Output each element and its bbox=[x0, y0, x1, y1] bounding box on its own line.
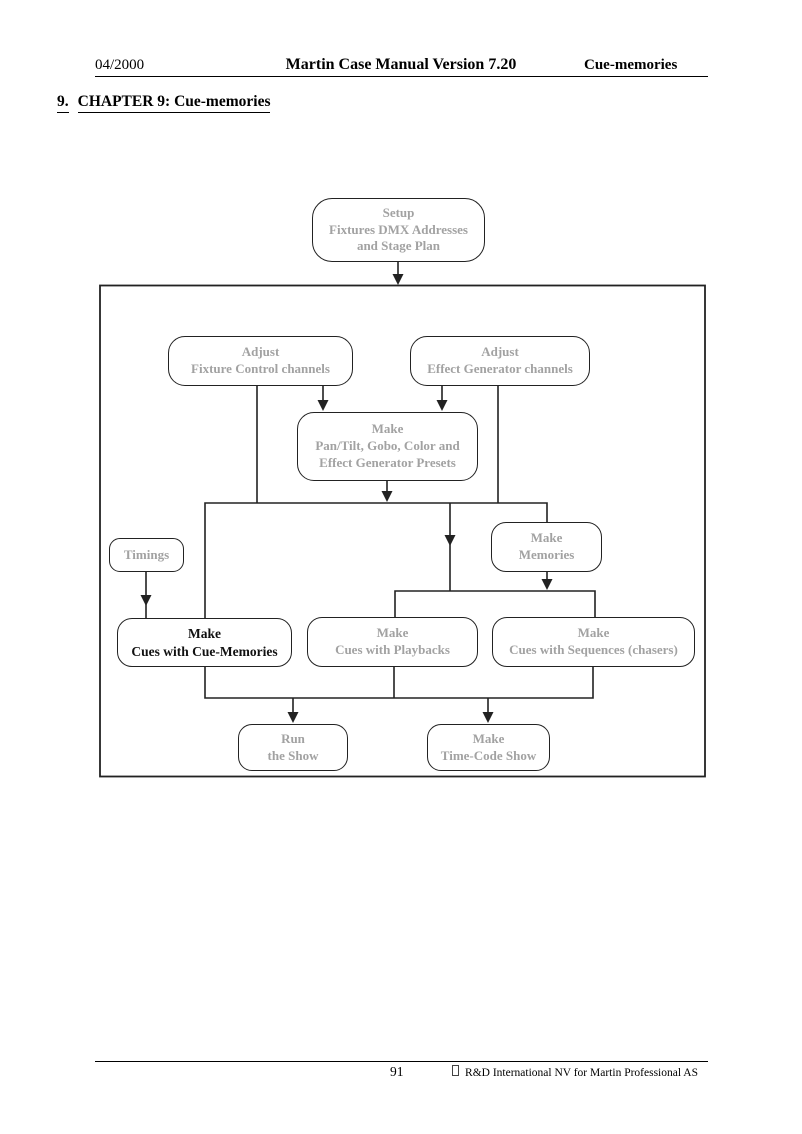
header-section: Cue-memories bbox=[584, 57, 678, 73]
chapter-heading: 9. CHAPTER 9: Cue-memories bbox=[57, 93, 271, 113]
node-cues-with-sequences: Make Cues with Sequences (chasers) bbox=[492, 617, 695, 667]
node-adjust-effect-channels: Adjust Effect Generator channels bbox=[410, 336, 590, 386]
node-label: and Stage Plan bbox=[356, 238, 441, 254]
arrowhead bbox=[482, 712, 494, 723]
arrowhead bbox=[381, 491, 393, 502]
arrowhead bbox=[140, 595, 152, 606]
node-timings: Timings bbox=[109, 538, 184, 572]
chapter-title: CHAPTER 9: Cue-memories bbox=[77, 93, 271, 113]
arrowhead bbox=[444, 535, 456, 546]
footer-rule bbox=[95, 1061, 708, 1062]
node-label: Fixtures DMX Addresses bbox=[329, 221, 468, 237]
node-label: Make bbox=[371, 421, 404, 437]
node-cues-with-cue-memories: Make Cues with Cue-Memories bbox=[117, 618, 292, 667]
node-setup: Setup Fixtures DMX Addresses and Stage P… bbox=[312, 198, 485, 262]
node-make-presets: Make Pan/Tilt, Gobo, Color and Effect Ge… bbox=[297, 412, 478, 481]
node-label: Cues with Playbacks bbox=[335, 642, 450, 657]
footer-copyright-text: R&D International NV for Martin Professi… bbox=[465, 1067, 698, 1079]
arrowhead bbox=[436, 400, 448, 411]
arrowhead bbox=[392, 274, 404, 285]
node-label: Fixture Control channels bbox=[191, 361, 330, 376]
header-rule bbox=[95, 76, 708, 77]
node-label: Setup bbox=[382, 204, 415, 220]
footer-copyright: R&D International NV for Martin Professi… bbox=[452, 1065, 698, 1079]
arrowhead bbox=[541, 579, 553, 590]
node-label: Make bbox=[188, 625, 221, 641]
node-label: the Show bbox=[267, 747, 319, 763]
node-make-time-code-show: Make Time-Code Show bbox=[427, 724, 550, 771]
node-label: Cues with Cue-Memories bbox=[131, 643, 278, 659]
node-label: Adjust bbox=[481, 344, 519, 360]
node-label: Cues with Sequences (chasers) bbox=[509, 642, 678, 657]
missing-glyph-icon bbox=[452, 1065, 460, 1076]
node-adjust-fixture-channels: Adjust Fixture Control channels bbox=[168, 336, 353, 386]
node-label: Memories bbox=[518, 547, 575, 562]
node-cues-with-playbacks: Make Cues with Playbacks bbox=[307, 617, 478, 667]
node-label: Time-Code Show bbox=[440, 747, 537, 763]
node-label: Adjust bbox=[241, 344, 280, 360]
arrowhead bbox=[317, 400, 329, 411]
node-label: Effect Generator Presets bbox=[319, 454, 456, 470]
node-label: Effect Generator channels bbox=[427, 361, 573, 376]
node-label: Pan/Tilt, Gobo, Color and bbox=[315, 438, 460, 454]
node-label: Make bbox=[577, 625, 610, 641]
node-label: Make bbox=[376, 625, 409, 641]
node-make-memories: Make Memories bbox=[491, 522, 602, 572]
node-label: Run bbox=[281, 730, 305, 746]
page-number: 91 bbox=[390, 1064, 404, 1079]
node-label: Make bbox=[472, 730, 505, 746]
node-label: Timings bbox=[123, 546, 170, 562]
header-date: 04/2000 bbox=[95, 57, 145, 73]
arrowhead bbox=[287, 712, 299, 723]
header-title: Martin Case Manual Version 7.20 bbox=[285, 56, 517, 73]
chapter-number: 9. bbox=[57, 93, 69, 113]
node-run-the-show: Run the Show bbox=[238, 724, 348, 771]
node-label: Make bbox=[530, 530, 563, 546]
